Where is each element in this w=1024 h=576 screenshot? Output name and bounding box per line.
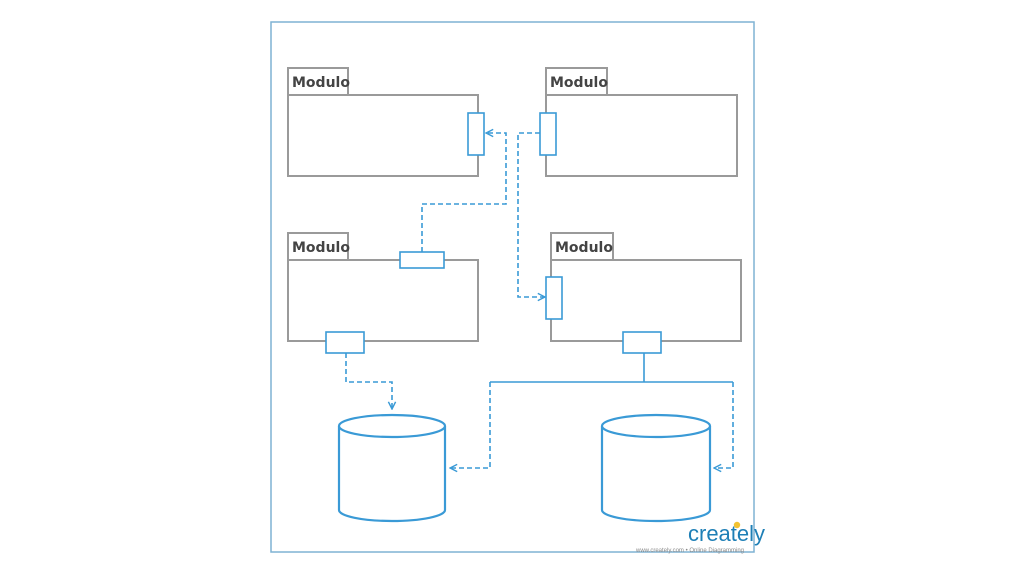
database-top xyxy=(600,413,712,439)
database-left[interactable] xyxy=(337,413,447,523)
module-label: Modulo xyxy=(292,240,350,256)
connector-bus xyxy=(490,353,733,383)
connector-middle-left-to-database-left xyxy=(345,353,392,409)
module-tab xyxy=(545,67,608,96)
database-body xyxy=(600,426,712,523)
connector-middle-left-to-top-left xyxy=(421,133,507,252)
database-body xyxy=(337,426,447,523)
connector-middle-right-to-database-left xyxy=(450,382,491,468)
module-label: Modulo xyxy=(550,75,608,91)
port-middle-left-top xyxy=(399,251,445,269)
connector-top-right-to-middle-right xyxy=(517,132,545,297)
creately-footer-text: www.creately.com • Online Diagramming xyxy=(635,548,744,554)
database-right[interactable] xyxy=(600,413,712,523)
module-body xyxy=(287,94,479,177)
creately-logo: creately www.creately.com • Online Diagr… xyxy=(635,521,765,554)
module-body xyxy=(545,94,738,177)
module-body xyxy=(287,259,479,342)
port-top-right-left xyxy=(539,112,557,156)
module-tab xyxy=(550,232,614,261)
module-middle-left[interactable]: Modulo xyxy=(287,232,479,342)
module-top-right[interactable]: Modulo xyxy=(545,67,738,177)
port-middle-left-bottom xyxy=(325,331,365,354)
module-tab xyxy=(287,232,349,261)
module-label: Modulo xyxy=(292,75,350,91)
port-top-left-right xyxy=(467,112,485,156)
ports xyxy=(325,112,662,354)
port-middle-right-left xyxy=(545,276,563,320)
module-body xyxy=(550,259,742,342)
creately-logo-text: creately xyxy=(688,521,765,546)
module-label: Modulo xyxy=(555,240,613,256)
lightbulb-icon xyxy=(733,521,741,529)
connectors xyxy=(345,132,734,468)
module-top-left[interactable]: Modulo xyxy=(287,67,479,177)
port-middle-right-bottom xyxy=(622,331,662,354)
module-middle-right[interactable]: Modulo xyxy=(550,232,742,342)
database-top xyxy=(337,413,447,439)
connector-middle-right-to-database-right xyxy=(714,382,734,468)
